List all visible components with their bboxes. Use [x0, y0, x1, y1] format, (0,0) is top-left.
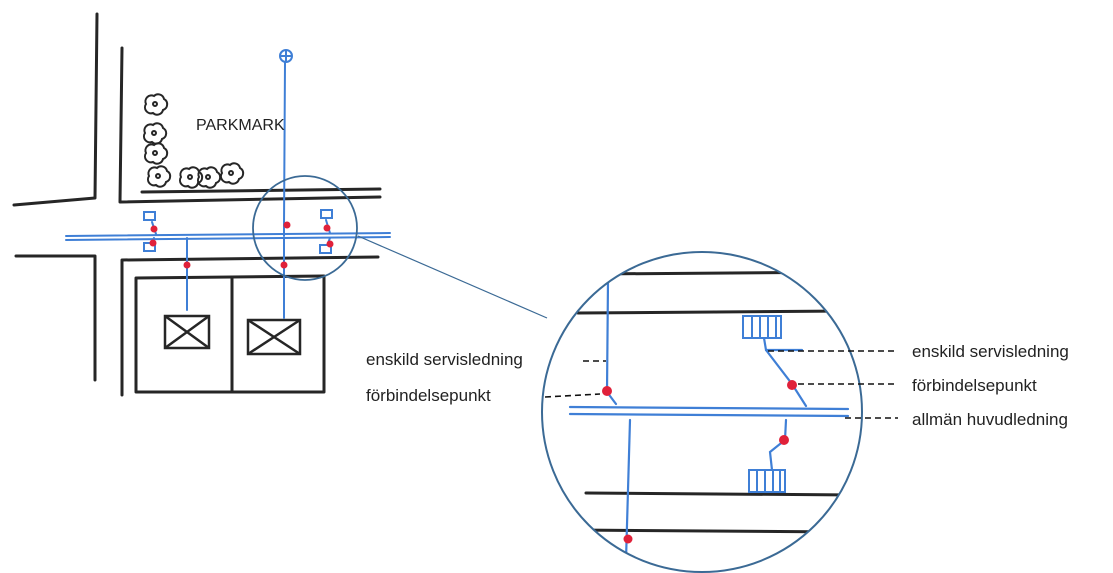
building-right-icon [246, 318, 302, 356]
zoom-service-line-left [605, 278, 618, 406]
red-dot-icon [623, 534, 633, 544]
road-edge-south [120, 255, 380, 397]
cloud-tree-icon [178, 166, 204, 189]
label-right-private-service-line: enskild servisledning [912, 342, 1069, 361]
road-edge-north-inner [140, 187, 382, 194]
cloud-tree-icon [143, 142, 169, 165]
zoom-valve-box-north [742, 315, 782, 339]
red-dot-icon [183, 261, 191, 269]
leader-left-connection [544, 393, 601, 398]
connection-points-main [149, 221, 334, 269]
water-meter-box-icon [319, 244, 332, 254]
trees [142, 93, 245, 189]
leader-lines [544, 350, 898, 419]
red-dot-icon [280, 261, 288, 269]
red-dot-icon [326, 240, 334, 248]
red-dot-icon [283, 221, 291, 229]
valve-boxes [143, 209, 333, 254]
cloud-tree-icon [146, 165, 172, 188]
zoom-service-line-right-south [768, 418, 788, 472]
well-icon [279, 49, 293, 63]
zoom-road-edge-3 [584, 491, 857, 497]
magnifier-small-circle [252, 175, 358, 281]
magnifier-connector-line [357, 235, 548, 319]
property-lot-outline [134, 274, 326, 394]
road-edge-northwest [12, 12, 99, 207]
zoom-service-line-right-north [762, 336, 808, 408]
zoom-road-edge-2 [576, 309, 850, 315]
red-dot-icon [150, 225, 158, 233]
label-right-public-main: allmän huvudledning [912, 410, 1068, 429]
red-dot-icon [149, 239, 157, 247]
property-lots [134, 274, 326, 394]
zoom-valve-box-south [748, 469, 786, 493]
parkmark-label: PARKMARK [196, 117, 285, 134]
road-edge-southwest [14, 254, 97, 382]
red-dot-icon [602, 386, 612, 396]
service-line-park [283, 61, 286, 227]
building-left-icon [163, 314, 211, 350]
label-right-connection-point: förbindelsepunkt [912, 376, 1037, 395]
label-left-connection-point: förbindelsepunkt [366, 386, 491, 405]
cloud-tree-icon [142, 122, 168, 145]
cloud-tree-icon [219, 162, 245, 185]
zoom-road-edge-1 [591, 270, 862, 276]
red-dot-icon [779, 435, 789, 445]
public-main-pipe-upper [65, 232, 391, 237]
water-meter-box-icon [320, 209, 333, 219]
zoom-road-edge-4 [566, 528, 848, 534]
zoom-circle-border [541, 251, 863, 573]
cloud-tree-icon [143, 93, 169, 116]
label-left-private-service-line: enskild servisledning [366, 350, 523, 369]
zoom-public-main-lower [568, 412, 850, 418]
red-dot-icon [323, 224, 331, 232]
zoom-view [566, 270, 862, 562]
public-main-pipe-lower [65, 236, 391, 241]
red-dot-icon [787, 380, 797, 390]
zoom-public-main-upper [568, 405, 850, 411]
water-meter-box-icon [143, 211, 156, 221]
road-edge-north [118, 46, 382, 204]
roads [12, 12, 382, 397]
